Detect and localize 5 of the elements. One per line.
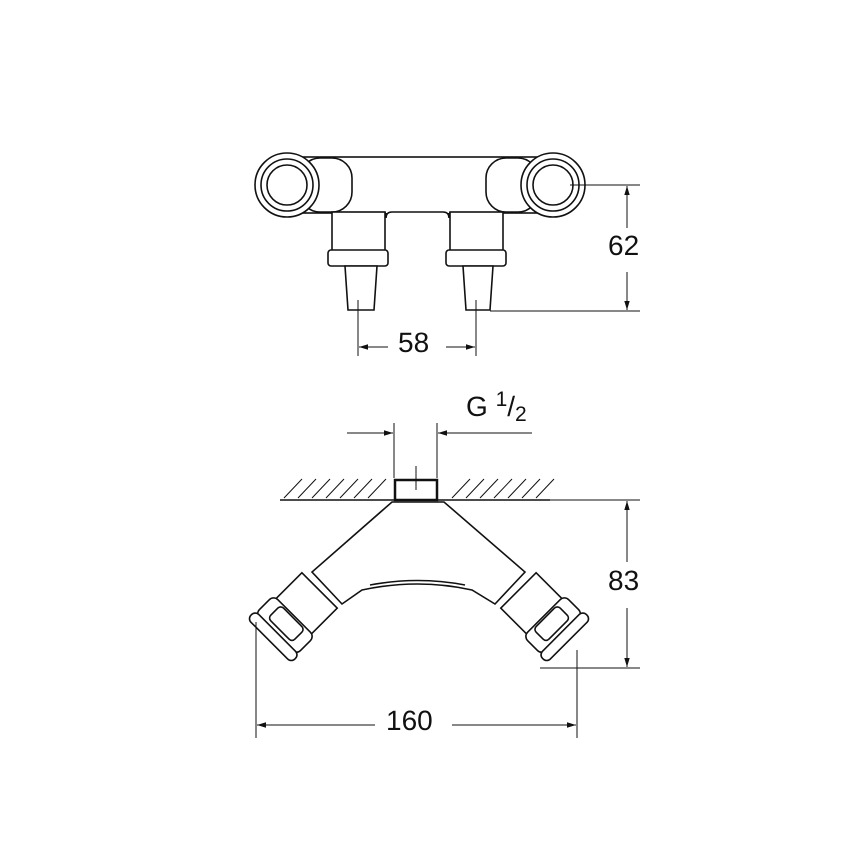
dimension-label: 160 <box>386 707 433 735</box>
dimension-label: 83 <box>608 567 640 595</box>
dimension-label: G $^{1}$/$_{2}$ <box>466 393 527 421</box>
dimension-label: 62 <box>608 232 640 260</box>
dimension-label: 58 <box>398 329 430 357</box>
